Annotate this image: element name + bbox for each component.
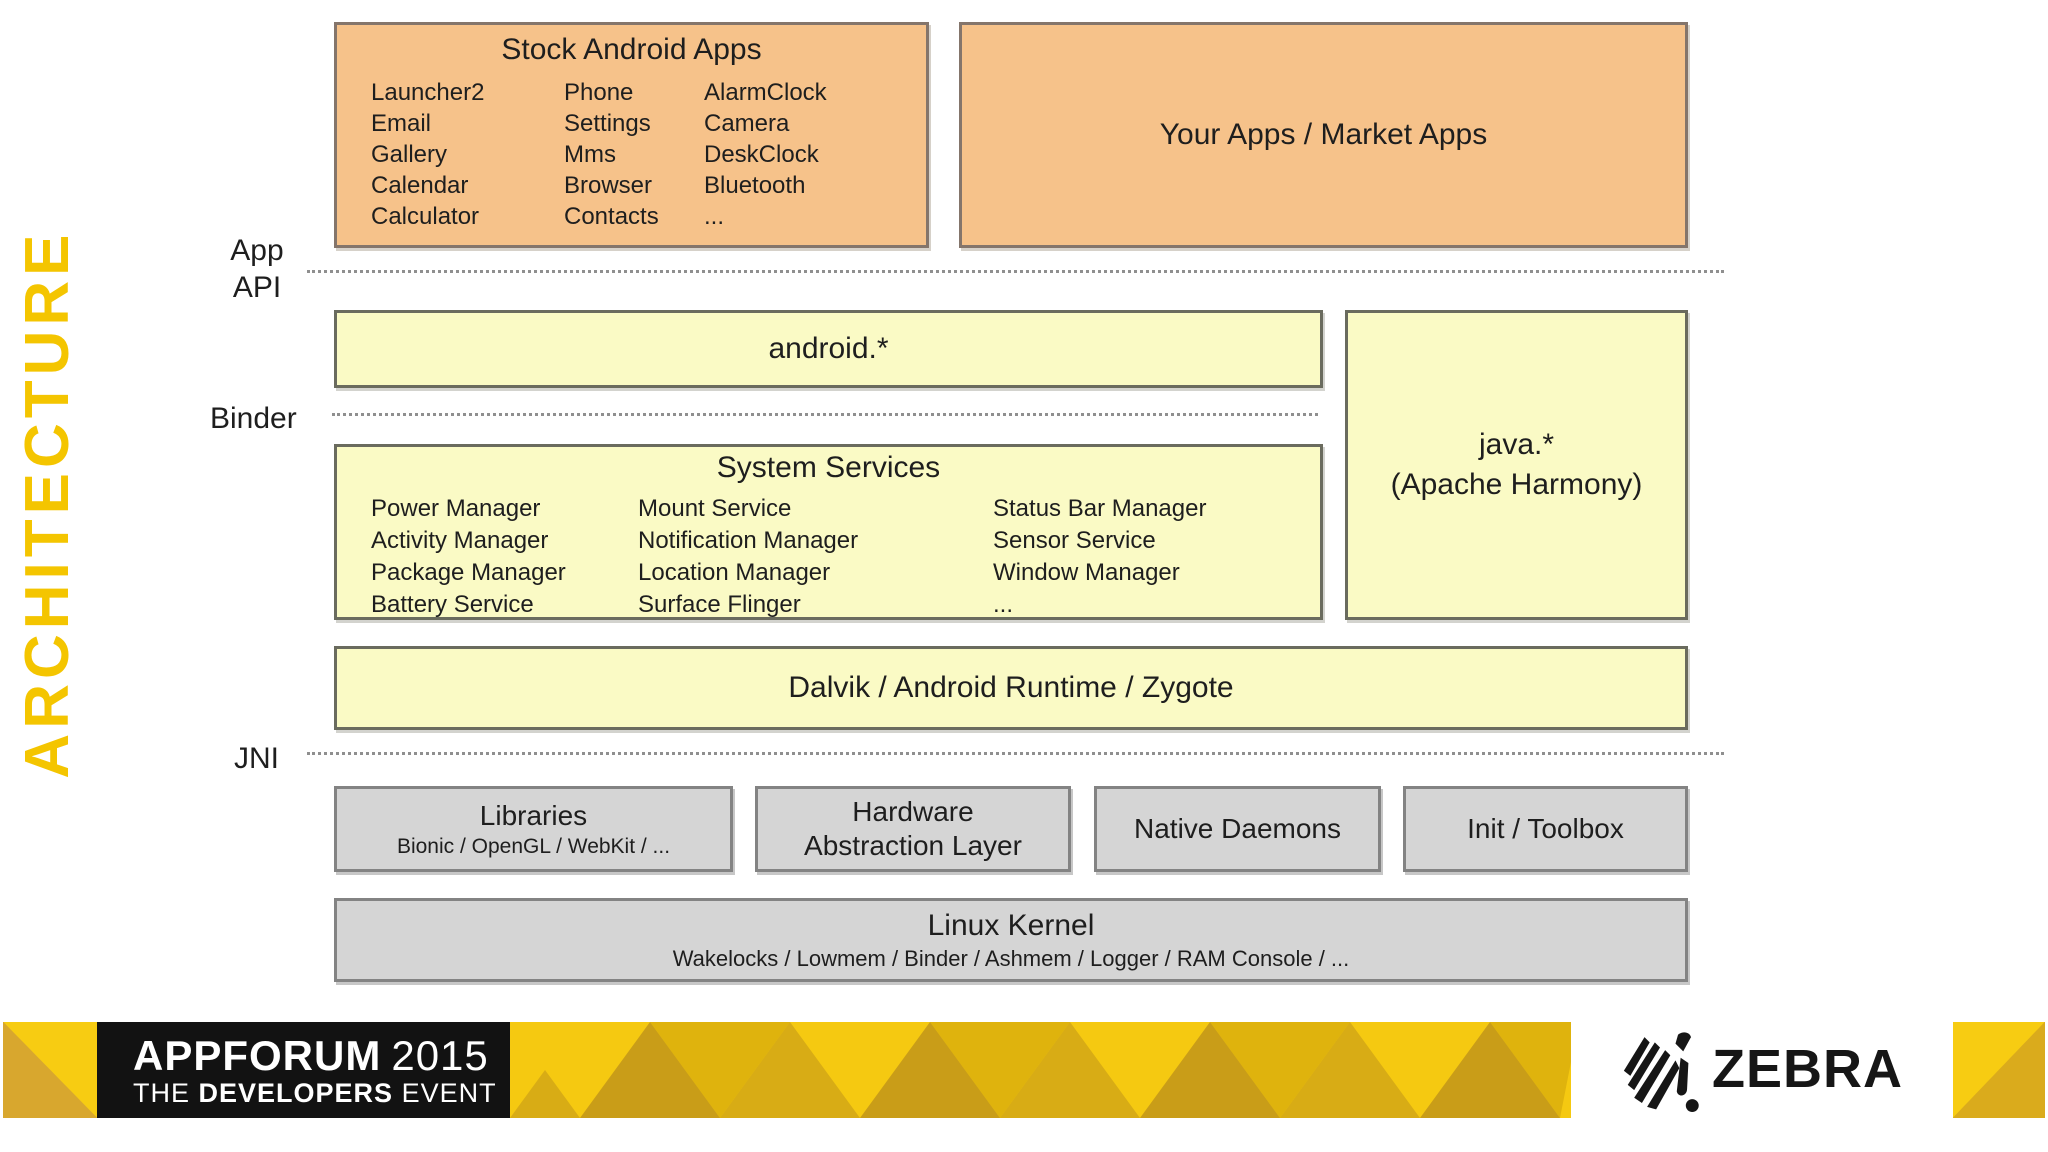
java-harmony-box: java.* (Apache Harmony) bbox=[1345, 310, 1688, 620]
stock-android-apps-box: Stock Android Apps Launcher2 Phone Alarm… bbox=[334, 22, 929, 248]
hal-box: Hardware Abstraction Layer bbox=[755, 786, 1071, 872]
app-item: DeskClock bbox=[704, 141, 819, 168]
tagline-the: THE bbox=[133, 1078, 190, 1108]
service-item: Notification Manager bbox=[638, 527, 859, 554]
app-item: Bluetooth bbox=[704, 172, 806, 199]
init-toolbox-title: Init / Toolbox bbox=[1467, 813, 1624, 844]
zebra-wordmark: ZEBRA bbox=[1712, 1039, 1903, 1099]
tagline-developers: DEVELOPERS bbox=[198, 1078, 394, 1108]
appforum-tagline: THE DEVELOPERS EVENT bbox=[133, 1078, 510, 1108]
your-apps-title: Your Apps / Market Apps bbox=[1159, 118, 1488, 151]
service-item: Sensor Service bbox=[993, 527, 1156, 554]
app-item: Email bbox=[371, 110, 432, 137]
native-daemons-box: Native Daemons bbox=[1094, 786, 1381, 872]
stock-android-apps-title: Stock Android Apps bbox=[501, 33, 762, 66]
hal-title: Hardware bbox=[852, 796, 974, 827]
banner-corner-square-left bbox=[3, 1022, 97, 1118]
jni-label: JNI bbox=[234, 742, 279, 775]
app-item: Calendar bbox=[371, 172, 469, 199]
libraries-title: Libraries bbox=[479, 800, 588, 831]
app-item: AlarmClock bbox=[704, 79, 827, 106]
service-item: Mount Service bbox=[638, 495, 792, 522]
app-item: Calculator bbox=[371, 203, 480, 230]
system-services-list: Power Manager Mount Service Status Bar M… bbox=[337, 493, 1320, 621]
app-item: Camera bbox=[704, 110, 790, 137]
app-item: Mms bbox=[564, 141, 616, 168]
java-subtitle: (Apache Harmony) bbox=[1390, 468, 1643, 501]
libraries-subtitle: Bionic / OpenGL / WebKit / ... bbox=[396, 835, 671, 858]
zebra-head-icon bbox=[1623, 1032, 1699, 1112]
dalvik-runtime-title: Dalvik / Android Runtime / Zygote bbox=[788, 671, 1234, 704]
stock-android-apps-list: Launcher2 Phone AlarmClock Email Setting… bbox=[337, 77, 926, 232]
service-item: Activity Manager bbox=[371, 527, 549, 554]
jni-boundary-line bbox=[307, 752, 1724, 755]
app-item: Launcher2 bbox=[371, 79, 485, 106]
app-item: Contacts bbox=[564, 203, 659, 230]
hal-subtitle: Abstraction Layer bbox=[804, 830, 1022, 861]
service-item: ... bbox=[993, 591, 1014, 618]
android-api-box: android.* bbox=[334, 310, 1323, 388]
tagline-event: EVENT bbox=[401, 1078, 497, 1108]
appforum-wordmark: APPFORUM bbox=[133, 1032, 382, 1079]
app-label: App bbox=[230, 234, 284, 267]
app-item: ... bbox=[704, 203, 725, 230]
api-label: API bbox=[232, 271, 282, 304]
dalvik-runtime-box: Dalvik / Android Runtime / Zygote bbox=[334, 646, 1688, 730]
binder-boundary-line bbox=[332, 413, 1318, 416]
android-api-title: android.* bbox=[768, 332, 889, 365]
banner-corner-square-right bbox=[1953, 1022, 2045, 1118]
app-item: Gallery bbox=[371, 141, 448, 168]
system-services-title: System Services bbox=[716, 451, 941, 484]
linux-kernel-subtitle: Wakelocks / Lowmem / Binder / Ashmem / L… bbox=[672, 945, 1350, 971]
app-api-label: App API bbox=[212, 232, 302, 306]
system-services-box: System Services Power Manager Mount Serv… bbox=[334, 444, 1323, 620]
appforum-year: 2015 bbox=[391, 1032, 489, 1079]
native-daemons-title: Native Daemons bbox=[1134, 813, 1341, 844]
service-item: Package Manager bbox=[371, 559, 566, 586]
app-item: Phone bbox=[564, 79, 634, 106]
binder-label: Binder bbox=[210, 402, 297, 435]
page-title: ARCHITECTURE bbox=[13, 229, 82, 779]
libraries-box: Libraries Bionic / OpenGL / WebKit / ... bbox=[334, 786, 733, 872]
linux-kernel-box: Linux Kernel Wakelocks / Lowmem / Binder… bbox=[334, 898, 1688, 982]
init-toolbox-box: Init / Toolbox bbox=[1403, 786, 1688, 872]
service-item: Location Manager bbox=[638, 559, 831, 586]
linux-kernel-title: Linux Kernel bbox=[927, 908, 1095, 942]
service-item: Status Bar Manager bbox=[993, 495, 1207, 522]
java-title: java.* bbox=[1478, 428, 1555, 461]
service-item: Surface Flinger bbox=[638, 591, 801, 618]
app-item: Settings bbox=[564, 110, 651, 137]
app-item: Browser bbox=[564, 172, 653, 199]
banner-zigzag-pattern bbox=[510, 1022, 1571, 1118]
service-item: Power Manager bbox=[371, 495, 541, 522]
your-apps-box: Your Apps / Market Apps bbox=[959, 22, 1688, 248]
service-item: Window Manager bbox=[993, 559, 1180, 586]
service-item: Battery Service bbox=[371, 591, 534, 618]
app-api-boundary-line bbox=[307, 270, 1724, 273]
